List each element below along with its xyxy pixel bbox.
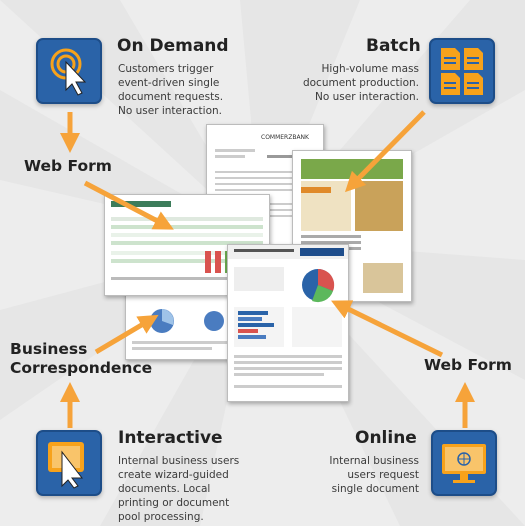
document-analytics-report: [227, 244, 349, 402]
online-title: Online: [355, 428, 417, 448]
interactive-description: Internal business users create wizard-gu…: [118, 455, 240, 523]
arrow-batch-to-document: [344, 110, 426, 193]
arrow-webform-to-document: [83, 180, 174, 230]
web-form-label-top: Web Form: [24, 157, 112, 175]
online-description: Internal business users request single d…: [329, 455, 419, 495]
batch-description: High-volume mass document production. No…: [302, 63, 419, 103]
batch-title: Batch: [366, 36, 421, 56]
documents-icon: [429, 38, 495, 104]
bank-logo-text: COMMERZBANK: [261, 134, 310, 141]
tablet-touch-icon: [36, 430, 102, 496]
arrow-correspondence-to-document: [94, 314, 159, 355]
monitor-globe-icon: [431, 430, 497, 496]
web-form-label-bottom: Web Form: [424, 356, 512, 374]
business-correspondence-label: Business Correspondence: [10, 340, 153, 377]
interactive-title: Interactive: [118, 428, 223, 448]
on-demand-description: Customers trigger event-driven single do…: [118, 63, 224, 117]
arrow-webform-bottom-to-document: [331, 300, 444, 358]
on-demand-title: On Demand: [117, 36, 229, 56]
touch-icon: [36, 38, 102, 104]
